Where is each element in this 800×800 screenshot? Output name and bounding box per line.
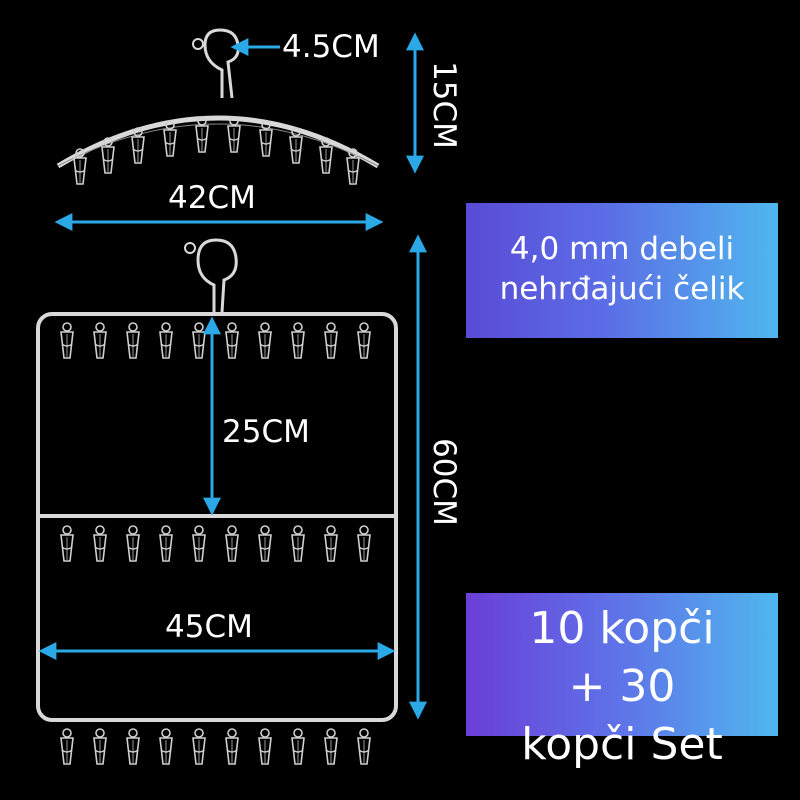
- set-line-2: + 30: [568, 661, 676, 712]
- material-line-1: 4,0 mm debeli: [509, 231, 735, 267]
- material-line-2: nehrđajući čelik: [499, 271, 745, 307]
- set-info-box: [466, 593, 778, 736]
- row1-clips: [60, 322, 371, 359]
- frame-hook: [196, 238, 238, 313]
- set-line-3: kopči Set: [521, 719, 723, 770]
- label-spacing: 25CM: [222, 414, 310, 450]
- row2-clips: [60, 525, 371, 562]
- dimension-arrows: [38, 32, 427, 720]
- set-info-text: 10 kopči + 30 kopči Set: [466, 600, 778, 774]
- set-line-1: 10 kopči: [529, 603, 715, 654]
- top-arc: [56, 115, 380, 169]
- row3-clips: [60, 728, 371, 765]
- label-top-width: 42CM: [168, 180, 256, 216]
- top-hook: [203, 28, 240, 99]
- label-top-height: 15CM: [426, 61, 462, 149]
- top-clips: [73, 116, 360, 185]
- label-hook-width: 4.5CM: [282, 29, 380, 65]
- material-info-box: 4,0 mm debeli nehrđajući čelik: [466, 203, 778, 338]
- label-frame-width: 45CM: [165, 609, 253, 645]
- frame-hanger: [36, 238, 398, 765]
- label-frame-height: 60CM: [426, 438, 462, 526]
